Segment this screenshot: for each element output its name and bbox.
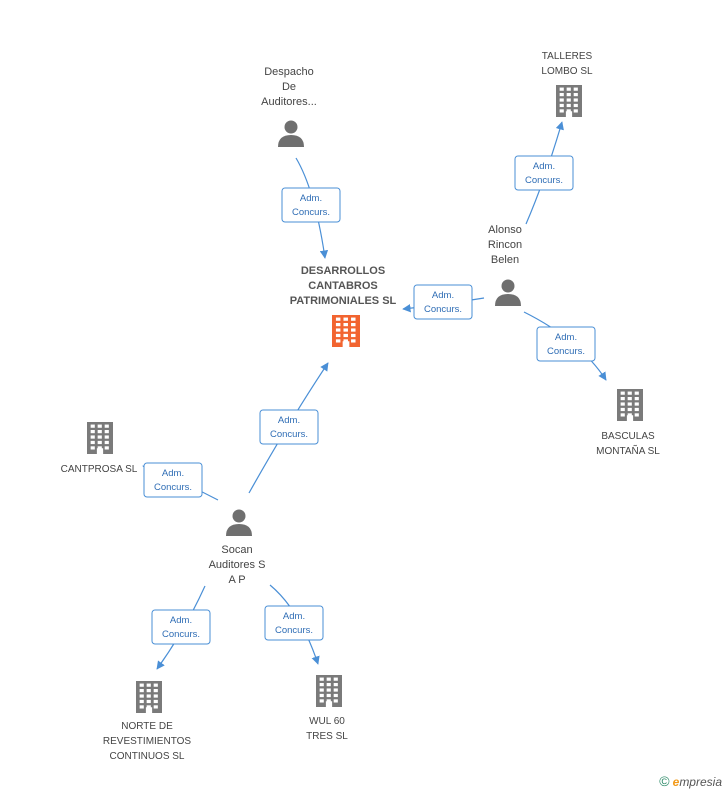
edge-badge-box [413,284,473,320]
edge-badge-text: Adm. [555,332,577,343]
company-building-icon [556,85,582,117]
edge-badge-text: Concurs. [275,625,313,636]
edge-badge-text: Adm. [162,468,184,479]
edge-badge-text: Adm. [283,611,305,622]
edge-badge-text: Concurs. [424,304,462,315]
person-icon [226,509,252,536]
node-despacho[interactable]: DespachoDeAuditores... [261,66,317,147]
edge-badge-box [259,409,319,445]
edge-badge-box [264,605,324,641]
edge-badge-text: Adm. [278,415,300,426]
edge-badge-text: Adm. [300,193,322,204]
node-label: PATRIMONIALES SL [290,295,397,307]
brand-logo: empresia [672,775,722,789]
node-label: TALLERES [542,51,593,62]
person-icon [278,120,304,147]
edge-badge[interactable]: Adm. Concurs. [151,609,211,645]
edge-badge-text: Concurs. [270,429,308,440]
person-icon [495,279,521,306]
node-label: CANTPROSA SL [61,464,138,475]
node-label: CONTINUOS SL [109,751,184,762]
node-label: CANTABROS [308,280,377,292]
main-company-building-icon [332,315,360,347]
edge-badge-text: Concurs. [162,629,200,640]
company-building-icon [316,675,342,707]
edge-badge-text: Concurs. [292,207,330,218]
node-label: Despacho [264,66,314,78]
node-label: BASCULAS [601,431,655,442]
node-label: Rincon [488,239,522,251]
edge-badge[interactable]: Adm. Concurs. [514,155,574,191]
edge-badge[interactable]: Adm. Concurs. [536,326,596,362]
edge-badge-text: Concurs. [154,482,192,493]
node-label: LOMBO SL [541,66,593,77]
edge-badge[interactable]: Adm. Concurs. [143,462,203,498]
node-cantprosa[interactable]: CANTPROSA SL [61,422,138,475]
node-wul[interactable]: WUL 60 TRES SL [306,675,348,742]
edge-badge-box [143,462,203,498]
edge-badge[interactable]: Adm. Concurs. [281,187,341,223]
edge-badge[interactable]: Adm. Concurs. [259,409,319,445]
footer-brand: ©empresia [659,773,722,789]
node-label: De [282,81,296,93]
edge-badge-text: Adm. [170,615,192,626]
node-norte[interactable]: NORTE DE REVESTIMIENTOS CONTINUOS SL [103,681,191,762]
node-label: Auditores S [209,559,266,571]
node-label: REVESTIMIENTOS [103,736,191,747]
node-label: NORTE DE [121,721,173,732]
edge-badge-box [514,155,574,191]
edge-badge-text: Adm. [533,161,555,172]
company-building-icon [87,422,113,454]
edge-badge[interactable]: Adm. Concurs. [264,605,324,641]
edge-badge-box [536,326,596,362]
node-label: Alonso [488,224,522,236]
node-label: Belen [491,254,519,266]
node-basculas[interactable]: BASCULAS MONTAÑA SL [596,389,660,457]
node-label: A P [228,574,245,586]
node-label: WUL 60 [309,716,345,727]
edge-badge-box [281,187,341,223]
edge-badge-text: Adm. [432,290,454,301]
company-building-icon [617,389,643,421]
node-label: Auditores... [261,96,317,108]
edge-badge[interactable]: Adm. Concurs. [413,284,473,320]
company-building-icon [136,681,162,713]
edge-badge-text: Concurs. [525,175,563,186]
edge-badge-text: Concurs. [547,346,585,357]
node-talleres[interactable]: TALLERES LOMBO SL [541,51,593,117]
edge-badge-box [151,609,211,645]
node-desarrollos[interactable]: DESARROLLOS CANTABROS PATRIMONIALES SL [290,265,397,347]
node-label: DESARROLLOS [301,265,385,277]
copyright-icon: © [659,773,670,789]
node-label: TRES SL [306,731,348,742]
node-label: Socan [221,544,252,556]
node-label: MONTAÑA SL [596,444,660,457]
